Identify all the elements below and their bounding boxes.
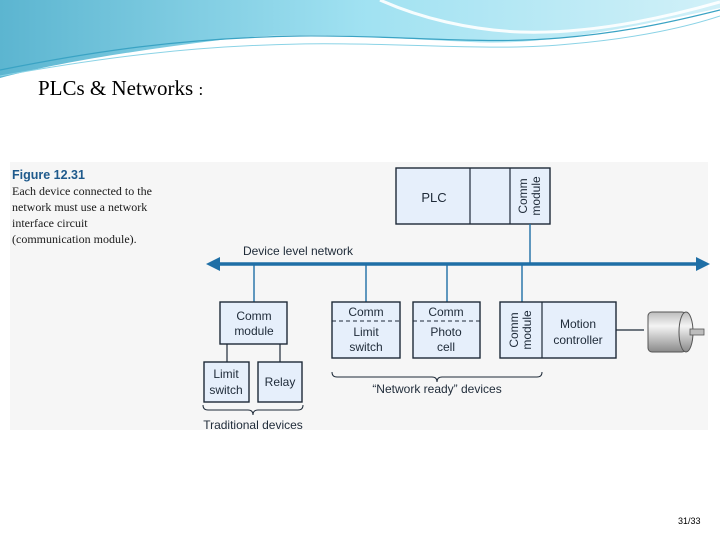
traditional-wiring — [226, 344, 281, 362]
traditional-limit-switch: Limit switch — [203, 361, 250, 403]
device-level-network-line — [206, 257, 710, 271]
header-wave-decoration — [0, 0, 720, 78]
plc-comm-module-label: Commmodule — [516, 176, 543, 216]
motion-comm-module-label: Commmodule — [507, 310, 534, 350]
network-drops — [253, 224, 531, 302]
network-ready-brace — [331, 371, 543, 383]
slide-title-suffix: : — [198, 80, 204, 99]
svg-text:module: module — [234, 324, 274, 338]
traditional-relay: Relay — [257, 361, 303, 403]
svg-text:Comm: Comm — [236, 309, 271, 323]
page-number: 31/33 — [678, 516, 701, 526]
motor-icon — [647, 311, 705, 353]
traditional-devices-label: Traditional devices — [203, 418, 303, 432]
caption-title: Figure 12.31 — [12, 168, 85, 182]
svg-text:Limit: Limit — [213, 367, 239, 381]
svg-text:cell: cell — [437, 340, 455, 354]
svg-text:Limit: Limit — [353, 325, 379, 339]
svg-text:Motion: Motion — [560, 317, 596, 331]
slide-title: PLCs & Networks : — [38, 76, 203, 101]
network-ready-photo-cell: Comm Photo cell — [412, 301, 481, 359]
figure-caption: Figure 12.31 Each device connected to th… — [12, 167, 152, 247]
svg-text:switch: switch — [349, 340, 382, 354]
slide-title-text: PLCs & Networks — [38, 76, 194, 100]
traditional-comm-module: Comm module — [219, 301, 288, 345]
plc-label: PLC — [421, 190, 446, 205]
network-ready-label: “Network ready” devices — [372, 382, 501, 396]
relay-label: Relay — [265, 375, 296, 389]
svg-text:switch: switch — [209, 383, 242, 397]
plc-block: PLC Commmodule — [395, 167, 551, 225]
network-label: Device level network — [243, 244, 354, 258]
motion-controller-block: Commmodule Motion controller — [499, 301, 617, 359]
caption-text: Each device connected to the network mus… — [12, 184, 152, 246]
figure-panel — [10, 162, 708, 430]
traditional-brace — [202, 404, 304, 416]
network-ready-limit-switch: Comm Limit switch — [331, 301, 401, 359]
svg-text:Comm: Comm — [428, 305, 463, 319]
svg-text:controller: controller — [553, 333, 602, 347]
svg-text:Comm: Comm — [348, 305, 383, 319]
svg-text:Photo: Photo — [430, 325, 462, 339]
